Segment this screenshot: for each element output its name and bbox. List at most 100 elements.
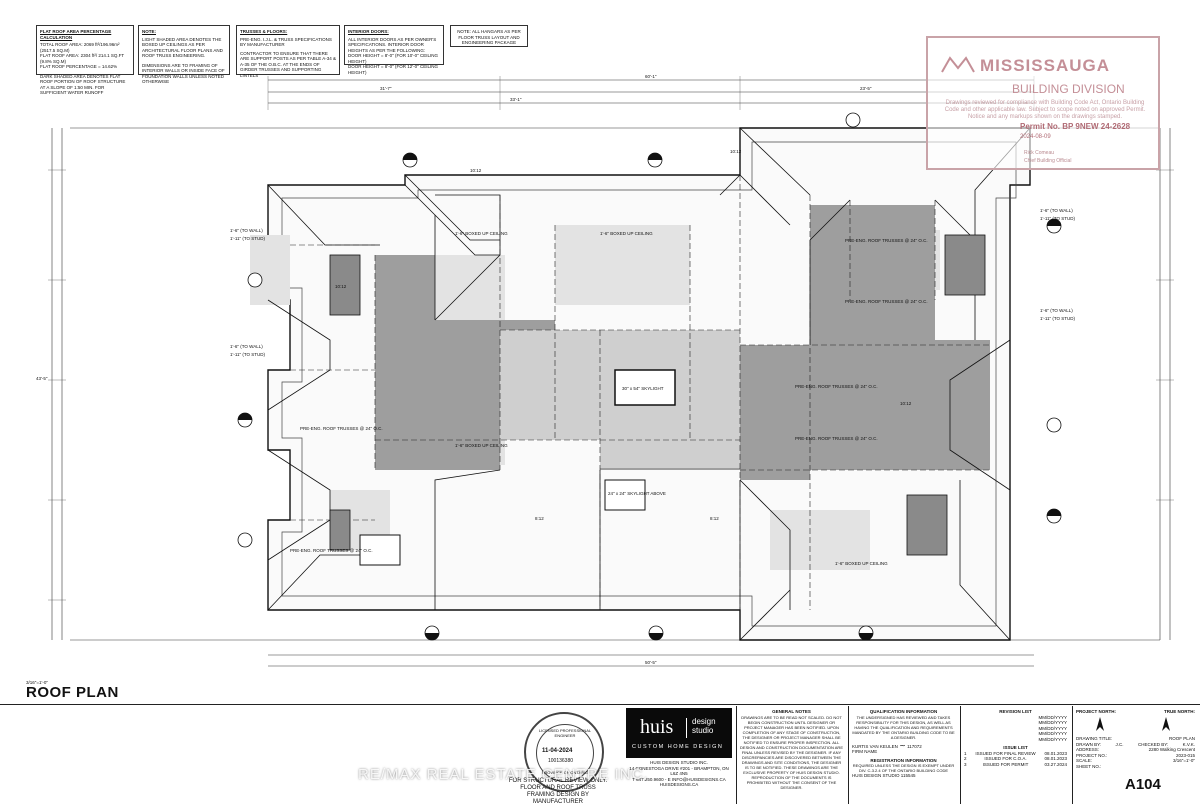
dim-mid-label: 33'-1" <box>510 97 522 102</box>
drawn-by-label: DRAWN BY: <box>1076 741 1102 747</box>
revision-row-2: MM/DD/YYYY <box>1038 720 1067 725</box>
structural-review-note: FOR STRUCTURAL REVIEW ONLY. FLOOR AND RO… <box>508 778 608 805</box>
skylight-main-label: 30" x 54" SKYLIGHT <box>622 386 664 391</box>
pre-eng-label-4: PRE-ENG. ROOF TRUSSES @ 24" O.C. <box>795 436 878 441</box>
issue-date-2: 08.01.2023 <box>1044 756 1067 761</box>
sheet-title: ROOF PLAN <box>26 684 119 701</box>
to-stud-right-2: 1'-11" (TO STUD) <box>1040 316 1076 321</box>
true-north-label: TRUE NORTH: <box>1164 709 1195 714</box>
pre-eng-label-2: PRE-ENG. ROOF TRUSSES @ 24" O.C. <box>845 299 928 304</box>
scale-label: SCALE: <box>1076 758 1093 763</box>
checked-by-label: CHECKED BY: <box>1137 741 1169 747</box>
seal-number: 100136380 <box>548 758 574 764</box>
scale-row: SCALE:3/16"=1'-0" <box>1076 758 1195 764</box>
title-block-line <box>0 704 1200 705</box>
project-label: PROJECT NO.: <box>1076 752 1108 758</box>
address-row: ADDRESS: 2280 Walking Crescent <box>1076 747 1195 753</box>
to-stud-right-1: 1'-11" (TO STUD) <box>1040 216 1076 221</box>
north-row: PROJECT NORTH: TRUE NORTH: <box>1076 709 1195 715</box>
overall-width-label-2: 50'-5" <box>645 660 657 665</box>
doors-line-2: DOOR HEIGHT = 8'-0" (FOR 10'-0" CEILING … <box>348 53 438 64</box>
seal-inner-ring <box>536 724 594 782</box>
reg-heading: REGISTRATION INFORMATION <box>870 757 937 763</box>
doors-line-3: DOOR HEIGHT = 8'-0" (FOR 12'-0" CEILING … <box>348 64 438 75</box>
municipal-review-stamp: MISSISSAUGA BUILDING DIVISION Drawings r… <box>926 36 1160 170</box>
stamp-text: Drawings reviewed for compliance with Bu… <box>944 100 1146 120</box>
logo-huis: huis <box>640 716 674 738</box>
address-value: 2280 Walking Crescent <box>1148 747 1195 752</box>
eave-line <box>281 141 1017 627</box>
company-info: HUIS DESIGN STUDIO INC. 14 CONESTOGA DRI… <box>626 760 732 788</box>
pitch-6: 8:12 <box>710 516 719 521</box>
interior-doors-heading: INTERIOR DOORS: <box>348 29 389 34</box>
reg-firm-row: HUIS DESIGN STUDIO 115545 <box>852 773 955 779</box>
overall-width-label: 60'-1" <box>645 74 657 79</box>
skylight-small-center <box>604 479 646 511</box>
interior-doors-note: INTERIOR DOORS: ALL INTERIOR DOORS AS PE… <box>344 25 444 75</box>
company-address: 14 CONESTOGA DRIVE #201 - BRAMPTON, ON L… <box>629 765 729 777</box>
boxed-up-label-3: 1'-6" BOXED UP CEILING <box>455 443 508 448</box>
skylight-small-label: 24" x 24" SKYLIGHT ABOVE <box>608 491 666 496</box>
dim-left-label: 31'-7" <box>380 86 392 91</box>
pitch-1: 10:12 <box>470 168 482 173</box>
pre-eng-label-3: PRE-ENG. ROOF TRUSSES @ 24" O.C. <box>795 384 878 389</box>
trusses-heading: TRUSSES & FLOORS: <box>240 29 288 34</box>
pre-eng-label-5: PRE-ENG. ROOF TRUSSES @ 24" O.C. <box>290 548 373 553</box>
drawing-title-label: DRAWING TITLE: <box>1076 736 1113 741</box>
stamp-permit: Permit No. BP 9NEW 24-2628 <box>1020 122 1131 131</box>
pitch-5: 8:12 <box>535 516 544 521</box>
qual-firm: FIRM NAME <box>852 749 878 754</box>
boxed-up-label-1: 1'-6" BOXED UP CEILING <box>455 231 508 236</box>
qual-name-text: KURTIS VAN KEULEN <box>852 743 898 749</box>
trusses-line-1: PRE-ENG. I.J.L. & TRUSS SPECIFICATIONS B… <box>240 36 332 48</box>
note-footer: DIMENSIONS ARE TO FRAMING OF INTERIOR WA… <box>142 62 225 85</box>
issue-heading: ISSUE LIST <box>1003 745 1028 750</box>
general-note: NOTE: LIGHT SHADED AREA DENOTES THE BOXE… <box>138 25 230 84</box>
skylight-main <box>614 369 676 406</box>
reg-text: REQUIRED UNLESS THE DESIGN IS EXEMPT UND… <box>852 763 955 773</box>
issue-no-1: 1 <box>964 750 967 756</box>
reg-firm: HUIS DESIGN STUDIO <box>852 773 900 778</box>
listing-watermark: RE/MAX REAL ESTATE CENTRE INC. <box>358 766 649 783</box>
flat-roof-line-1: TOTAL ROOF AREA: 2069 ft²/196.96m² (2517… <box>40 42 120 53</box>
pitch-3: 10:12 <box>900 401 912 406</box>
company-contact: T 647.250.9600 - E INFO@HUISDESIGNS.CA <box>632 776 726 782</box>
sheet-label: SHEET NO.: <box>1076 763 1102 769</box>
pre-eng-label-6: PRE-ENG. ROOF TRUSSES @ 24" O.C. <box>300 426 383 431</box>
stamp-logo-icon <box>941 56 975 73</box>
revision-block: REVISION LIST MM/DD/YYYY MM/DD/YYYY MM/D… <box>960 706 1070 804</box>
dim-vert-label: 43'-5" <box>36 376 48 381</box>
project-info-block: PROJECT NORTH: TRUE NORTH: DRAWING TITLE… <box>1072 706 1198 804</box>
project-value: 2023-015 <box>1175 752 1195 758</box>
to-wall-right-1: 1'-6" (TO WALL) <box>1040 208 1073 213</box>
skylight-small-left <box>359 534 401 566</box>
general-notes-block: GENERAL NOTES DRAWINGS ARE TO BE READ NO… <box>736 706 846 804</box>
plan-text: 60'-1" 50'-5" 31'-7" 23'-5" 33'-1" 43'-5… <box>26 74 1076 685</box>
qual-text: THE UNDERSIGNED HAS REVIEWED AND TAKES R… <box>852 714 955 740</box>
revision-heading: REVISION LIST <box>999 709 1032 714</box>
issue-date-3: 03.27.2024 <box>1044 761 1067 767</box>
flat-roof-line-3: FLAT ROOF PERCENTAGE = 14.62% <box>40 64 118 69</box>
qual-bcin: 117072 <box>907 743 922 749</box>
stamp-brand: MISSISSAUGA <box>980 56 1111 75</box>
boxed-up-label-4: 1'-6" BOXED UP CEILING <box>835 561 888 566</box>
general-notes-text: DRAWINGS ARE TO BE READ NOT SCALED. DO N… <box>740 714 843 790</box>
drawing-title-row: DRAWING TITLE:ROOF PLAN <box>1076 736 1195 742</box>
pitch-2: 10:12 <box>730 149 742 154</box>
stamp-division: BUILDING DIVISION <box>1012 82 1125 96</box>
issue-date-1: 08.01.2023 <box>1044 750 1067 756</box>
project-row: PROJECT NO.: 2023-015 <box>1076 753 1195 759</box>
general-notes-heading: GENERAL NOTES <box>772 709 811 714</box>
note-line-1: LIGHT SHADED AREA DENOTES THE BOXED UP C… <box>142 36 223 59</box>
seal-province: PROVINCE OF ONTARIO <box>541 770 589 775</box>
address-label: ADDRESS: <box>1076 747 1100 752</box>
trusses-note: TRUSSES & FLOORS: PRE-ENG. I.J.L. & TRUS… <box>236 25 340 78</box>
to-stud-left-2: 1'-11" (TO STUD) <box>230 352 266 357</box>
doors-line-1: ALL INTERIOR DOORS AS PER OWNER'S SPECIF… <box>348 36 437 53</box>
flat-roof-heading: FLAT ROOF AREA PERCENTAGE CALCULATION <box>40 29 112 40</box>
scale-text: 3/16"=1'-0" <box>26 680 48 685</box>
